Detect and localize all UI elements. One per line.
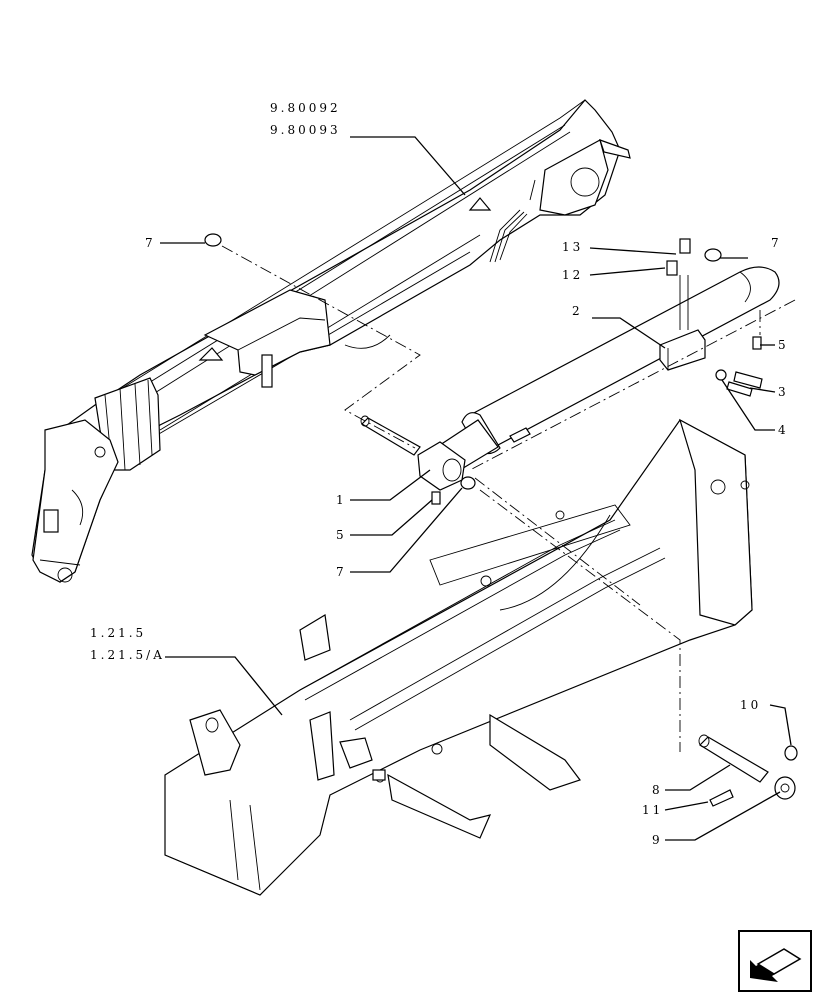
lift-cylinder	[204, 233, 780, 505]
item-5b-label: 5	[336, 528, 347, 542]
telescopic-boom	[31, 99, 631, 583]
callout-leaders	[160, 136, 792, 841]
ref-boom-b-label: 9.80093	[270, 123, 341, 137]
next-page-arrow-icon	[738, 930, 812, 992]
item-4-label: 4	[778, 423, 789, 437]
ref-frame-a-label: 1.21.5	[90, 626, 146, 640]
item-7c-label: 7	[336, 565, 347, 579]
item-7a-label: 7	[145, 236, 156, 250]
item-5a-label: 5	[778, 338, 789, 352]
item-3-label: 3	[778, 385, 789, 399]
ref-frame-b-label: 1.21.5/A	[90, 648, 165, 662]
chassis-frame	[164, 418, 753, 896]
next-page-button[interactable]	[738, 930, 812, 992]
item-7b-label: 7	[771, 236, 782, 250]
item-9-label: 9	[652, 833, 663, 847]
item-2-label: 2	[572, 304, 583, 318]
pivot-pin-assembly	[698, 734, 798, 807]
item-12-label: 12	[562, 268, 583, 282]
item-1-label: 1	[336, 493, 347, 507]
item-13-label: 13	[562, 240, 583, 254]
item-10-label: 10	[740, 698, 761, 712]
item-8-label: 8	[652, 783, 663, 797]
callout-labels: 9.80092 9.80093 1.21.5 1.21.5/A 1 2 3 4 …	[90, 101, 789, 847]
item-11-label: 11	[642, 803, 663, 817]
ref-boom-a-label: 9.80092	[270, 101, 341, 115]
alignment-lines	[221, 245, 796, 752]
